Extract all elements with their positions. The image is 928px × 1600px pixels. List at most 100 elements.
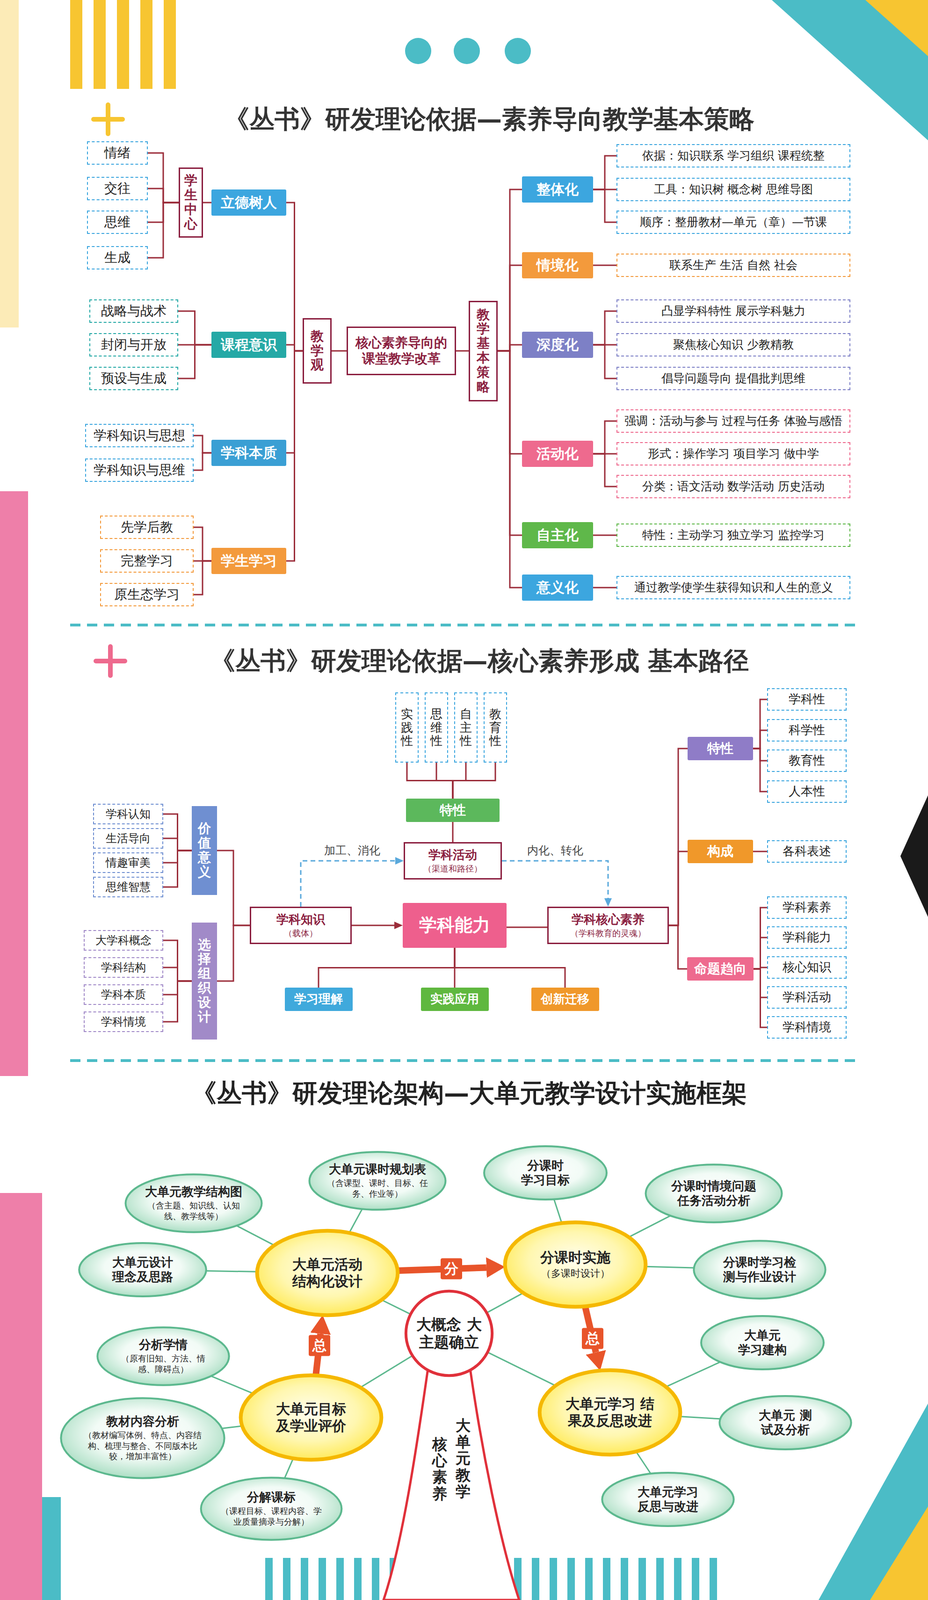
category-box: 立德树人 bbox=[211, 189, 287, 216]
category-box: 深度化 bbox=[522, 331, 594, 358]
connector bbox=[593, 311, 617, 345]
node-text: 情境化 bbox=[536, 256, 579, 274]
decoration bbox=[620, 1557, 629, 1600]
vertical-category-box: 价值意义 bbox=[191, 805, 218, 895]
category-box: 学生学习 bbox=[211, 547, 287, 574]
node-text: 学习理解 bbox=[294, 991, 343, 1007]
decoration bbox=[900, 795, 928, 917]
node-text: 情趣审美 bbox=[105, 855, 151, 870]
decoration bbox=[282, 1557, 291, 1600]
node-text: 强调：活动与参与 过程与任务 体验与感悟 bbox=[624, 413, 843, 428]
connector bbox=[300, 860, 396, 907]
category-box: 构成 bbox=[687, 839, 754, 863]
decoration bbox=[504, 37, 531, 65]
node-text: 学科核心素养 bbox=[571, 912, 645, 927]
decoration bbox=[405, 37, 432, 65]
leaf-box: 完整学习 bbox=[100, 549, 194, 573]
leaf-box: 学科知识与思想 bbox=[85, 423, 194, 448]
ellipse-outline bbox=[257, 1230, 399, 1316]
node-text: 战略与战术 bbox=[101, 303, 167, 319]
decoration bbox=[567, 1557, 575, 1600]
node-text: 学科情境 bbox=[782, 1019, 832, 1035]
decoration bbox=[585, 1557, 593, 1600]
task-ellipse: 分课时 学习目标 bbox=[482, 1144, 609, 1201]
node-text: 创新迁移 bbox=[540, 991, 590, 1007]
vertical-box: 学生中心 bbox=[178, 167, 203, 238]
leaf-box: 生成 bbox=[87, 246, 148, 270]
connector bbox=[193, 452, 212, 471]
node-text: 特性：主动学习 独立学习 监控学习 bbox=[642, 528, 826, 543]
node-text: 大单元课时规划表 bbox=[328, 1161, 427, 1177]
leaf-box: 学科活动 bbox=[767, 986, 847, 1009]
decoration bbox=[70, 0, 176, 89]
leaf-box: 各科表述 bbox=[767, 840, 847, 863]
node-text: 交往 bbox=[104, 180, 131, 197]
node-text: 特性 bbox=[439, 802, 466, 819]
decoration bbox=[453, 37, 480, 65]
connector bbox=[381, 1299, 411, 1314]
node-text: 命题趋向 bbox=[694, 960, 747, 977]
node-text: 学科情境 bbox=[101, 1015, 146, 1029]
leaf-box: 核心知识 bbox=[767, 956, 847, 979]
core-box: 学科核心素养（学科教育的灵魂） bbox=[547, 906, 669, 944]
node-text: 实践性 bbox=[400, 707, 414, 748]
node-subtext: （课程目标、课程内容、学业质量摘录与分解） bbox=[219, 1505, 324, 1528]
category-box: 课程意识 bbox=[211, 331, 287, 358]
section-title: 《丛书》研发理论依据—素养导向教学基本策略 bbox=[224, 102, 755, 137]
edge-label: 分 bbox=[440, 1258, 463, 1280]
category-box: 学科能力 bbox=[402, 902, 507, 948]
connector bbox=[163, 967, 192, 981]
node-text: 特性 bbox=[707, 740, 734, 757]
connector bbox=[178, 344, 212, 379]
connector bbox=[593, 155, 617, 190]
node-text: 学科知识 bbox=[276, 912, 326, 927]
node-text: 学生学习 bbox=[220, 552, 277, 570]
node-subtext: （多课时设计） bbox=[523, 1267, 628, 1280]
task-ellipse: 分析学情（原有旧知、方法、情感、障碍点） bbox=[95, 1325, 232, 1387]
vertical-leaf-box: 教育性 bbox=[483, 692, 508, 763]
decoration bbox=[300, 1557, 309, 1600]
node-text: 大单元学习 结果及反思改进 bbox=[559, 1395, 661, 1429]
leaf-box: 凸显学科特性 展示学科魅力 bbox=[616, 299, 851, 323]
node-text: 人本性 bbox=[788, 783, 826, 799]
node-text: 构成 bbox=[707, 843, 734, 860]
ellipse-outline bbox=[701, 1315, 824, 1370]
task-ellipse: 分课时情境问题 任务活动分析 bbox=[643, 1162, 784, 1224]
connector bbox=[147, 188, 179, 203]
ellipse-outline bbox=[505, 1222, 646, 1307]
stage-ellipse: 大单元活动 结构化设计 bbox=[254, 1228, 400, 1318]
ellipse-outline bbox=[97, 1326, 229, 1385]
node-text: 分课时实施 bbox=[540, 1248, 611, 1266]
connector bbox=[436, 762, 453, 799]
decoration bbox=[108, 646, 113, 676]
connector bbox=[206, 1270, 258, 1272]
leaf-box: 联系生产 生活 自然 社会 bbox=[616, 253, 851, 277]
task-ellipse: 大单元教学结构图（含主题、知识线、认知线、教学线等） bbox=[123, 1172, 264, 1234]
connector bbox=[487, 1351, 556, 1385]
node-text: 依据：知识联系 学习组织 课程统整 bbox=[642, 148, 826, 163]
node-text: 分课时 学习目标 bbox=[520, 1158, 571, 1188]
node-text: 封闭与开放 bbox=[101, 336, 167, 353]
connector bbox=[553, 1198, 562, 1223]
connector bbox=[668, 748, 688, 926]
connector bbox=[147, 152, 179, 203]
decoration bbox=[70, 1058, 856, 1062]
connector bbox=[163, 813, 192, 851]
leaf-box: 学科性 bbox=[767, 688, 847, 711]
connector bbox=[236, 1225, 275, 1246]
decoration bbox=[0, 1192, 43, 1600]
decoration bbox=[709, 1557, 718, 1600]
category-box: 学习理解 bbox=[284, 987, 353, 1011]
vertical-leaf-box: 自主性 bbox=[454, 692, 478, 763]
leaf-box: 学科知识与思维 bbox=[85, 458, 194, 482]
node-text: 大单元目标 及学业评价 bbox=[275, 1400, 348, 1435]
decoration bbox=[42, 1496, 61, 1600]
decoration bbox=[531, 1557, 540, 1600]
connector bbox=[666, 1361, 721, 1387]
edge-label: 总 bbox=[308, 1334, 331, 1356]
connector bbox=[593, 189, 617, 223]
decoration bbox=[0, 491, 29, 1076]
node-text: 大学科概念 bbox=[95, 933, 152, 948]
connector bbox=[318, 947, 455, 988]
task-ellipse: 大单元 学习建构 bbox=[699, 1314, 826, 1371]
